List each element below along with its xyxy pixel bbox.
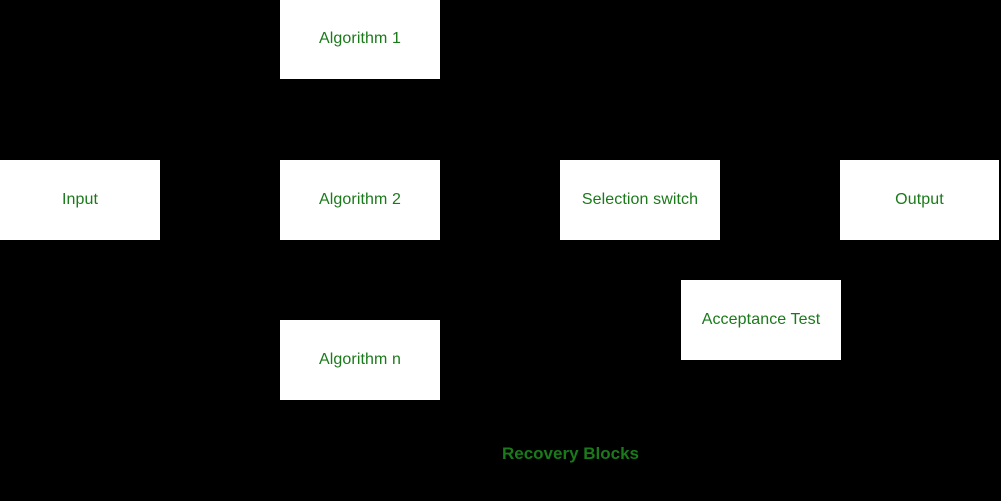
node-algorithm-1[interactable]: Algorithm 1 <box>280 0 440 79</box>
diagram-caption: Recovery Blocks <box>501 444 640 463</box>
node-selection-switch-label: Selection switch <box>581 191 699 209</box>
node-output[interactable]: Output <box>840 160 999 240</box>
node-output-label: Output <box>895 191 944 209</box>
node-input[interactable]: Input <box>0 160 160 240</box>
node-algorithm-n-label: Algorithm n <box>318 351 402 369</box>
node-selection-switch[interactable]: Selection switch <box>560 160 720 240</box>
node-algorithm-n[interactable]: Algorithm n <box>280 320 440 400</box>
node-input-label: Input <box>61 191 99 209</box>
node-acceptance-test[interactable]: Acceptance Test <box>681 280 841 360</box>
node-algorithm-1-label: Algorithm 1 <box>318 30 402 48</box>
node-algorithm-2[interactable]: Algorithm 2 <box>280 160 440 240</box>
node-algorithm-2-label: Algorithm 2 <box>318 191 402 209</box>
node-acceptance-test-label: Acceptance Test <box>701 311 821 329</box>
